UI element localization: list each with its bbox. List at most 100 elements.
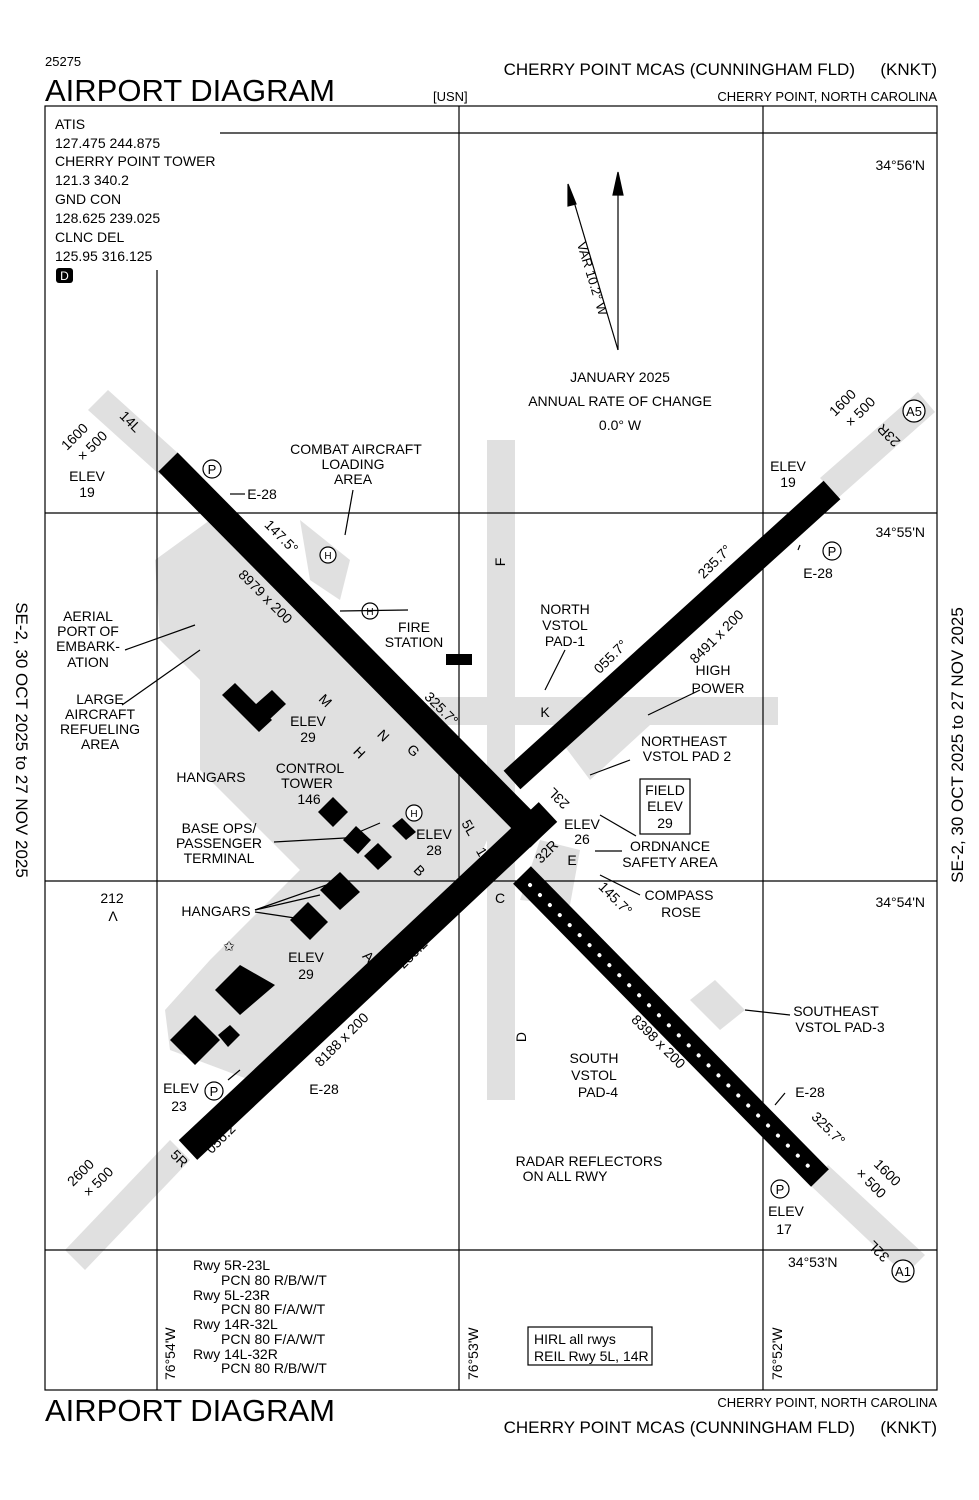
area-label: VSTOL PAD 2 [643, 748, 732, 764]
beacon-icon: ✩ [223, 938, 235, 954]
obstacle-height: 212 [100, 890, 124, 906]
elev-value: 17 [776, 1221, 792, 1237]
area-label: AIRCRAFT [65, 706, 135, 722]
magvar-rate-label: ANNUAL RATE OF CHANGE [528, 393, 712, 409]
pcn-runway: Rwy 14R-32L [193, 1316, 278, 1332]
area-label: ON ALL RWY [523, 1168, 608, 1184]
overrun-32L [810, 1165, 925, 1275]
runway-heading: 145.7° [596, 878, 636, 918]
lat-label: 34°53'N [788, 1254, 838, 1270]
north-apron [155, 520, 500, 880]
parking-label: P [776, 1182, 785, 1197]
helipad-icon [405, 804, 423, 822]
field-elev-label: ELEV [647, 798, 683, 814]
airport-name: CHERRY POINT MCAS (CUNNINGHAM FLD) [504, 60, 855, 79]
area-label: HANGARS [176, 769, 245, 785]
runway-heading: 325.7° [809, 1108, 849, 1148]
taxiway-label: D [513, 1032, 529, 1042]
freq-line: GND CON [55, 191, 121, 207]
freq-line: 121.3 340.2 [55, 172, 129, 188]
taxiway-label: C [495, 890, 505, 906]
runway-5R-23L [178, 802, 558, 1160]
parking-icon [202, 459, 222, 479]
elev-value: 28 [426, 842, 442, 858]
validity-right: SE-2, 30 OCT 2025 to 27 NOV 2025 [948, 607, 967, 883]
elev-label: ELEV [69, 468, 105, 484]
var-label: VAR 10.2° W [574, 240, 611, 318]
area-label: COMBAT AIRCRAFT [290, 441, 422, 457]
overrun-5R [65, 1140, 190, 1270]
lon-label: 76°54'W [162, 1327, 178, 1380]
elev-label: ELEV [564, 816, 600, 832]
lat-label: 34°56'N [875, 157, 925, 173]
fire-station-building [446, 654, 472, 665]
elev-label: ELEV [290, 713, 326, 729]
footer-airport: CHERRY POINT MCAS (CUNNINGHAM FLD) [504, 1418, 855, 1437]
area-label: AREA [334, 471, 373, 487]
pcn-value: PCN 80 R/B/W/T [221, 1272, 327, 1288]
area-labels: COMBAT AIRCRAFT LOADING AREA FIRE STATIO… [56, 441, 885, 1184]
area-label: EMBARK- [56, 638, 120, 654]
area-label: ATION [67, 654, 109, 670]
magnetic-variation [567, 171, 624, 351]
a1-label: A1 [895, 1264, 911, 1279]
page-title: AIRPORT DIAGRAM [45, 73, 335, 108]
agency: [USN] [433, 89, 468, 104]
area-label: AREA [81, 736, 120, 752]
taxiway-label: K [540, 704, 550, 720]
parking-icon [822, 541, 842, 561]
area-label: LOADING [321, 456, 384, 472]
magnetic-north-line [571, 194, 619, 351]
lat-label: 34°55'N [875, 524, 925, 540]
lighting-note: REIL Rwy 5L, 14R [534, 1348, 649, 1364]
area-label: SAFETY AREA [622, 854, 718, 870]
elev-value: 29 [298, 966, 314, 982]
true-north-arrow-icon [612, 171, 624, 196]
runway-14L-32R [158, 452, 550, 848]
chart-number: 25275 [45, 54, 81, 69]
arresting-gear-label: E-28 [795, 1084, 825, 1100]
taxiway-label: F [492, 558, 508, 567]
area-label: PAD-4 [578, 1084, 618, 1100]
area-label: BASE OPS/ [182, 820, 257, 836]
symbols [202, 399, 926, 1283]
magnetic-north-arrow-icon [567, 183, 577, 207]
runway-end-23L: 23L [544, 784, 572, 812]
area-label: VSTOL [542, 617, 588, 633]
frame [44, 105, 938, 1391]
area-label: HANGARS [181, 903, 250, 919]
freq-line: ATIS [55, 116, 85, 132]
d-atis-badge [56, 268, 73, 283]
area-label: NORTHEAST [641, 733, 728, 749]
area-label: COMPASS [645, 887, 714, 903]
a5-label: A5 [906, 404, 922, 419]
runways [158, 452, 841, 1187]
runway-14R-32L [513, 866, 829, 1187]
magvar-date: JANUARY 2025 [570, 369, 670, 385]
magvar-rate: 0.0° W [599, 417, 642, 433]
elev-value: 19 [79, 484, 95, 500]
area-label: TERMINAL [184, 850, 255, 866]
arresting-gear-label: E-28 [247, 486, 277, 502]
parking-label: P [208, 462, 217, 477]
elev-label: ELEV [768, 1203, 804, 1219]
freq-line: 127.475 244.875 [55, 135, 160, 151]
area-label: VSTOL [571, 1067, 617, 1083]
notes-box [527, 1326, 653, 1366]
arresting-gear-label: E-28 [309, 1081, 339, 1097]
area-label: AERIAL [63, 608, 113, 624]
elev-label: ELEV [770, 458, 806, 474]
area-label: CONTROL [276, 760, 345, 776]
freq-line: 125.95 316.125 [55, 248, 153, 264]
area-label: PAD-1 [545, 633, 585, 649]
area-label: SOUTH [570, 1050, 619, 1066]
pcn-block: Rwy 5R-23L PCN 80 R/B/W/T Rwy 5L-23R PCN… [193, 1257, 327, 1376]
area-label: ORDNANCE [630, 838, 710, 854]
parking-icon [770, 1179, 790, 1199]
field-elev-box [639, 778, 691, 835]
area-label: PORT OF [57, 623, 119, 639]
area-label: PASSENGER [176, 835, 262, 851]
frequency-block: ATIS 127.475 244.875 CHERRY POINT TOWER … [55, 116, 216, 283]
